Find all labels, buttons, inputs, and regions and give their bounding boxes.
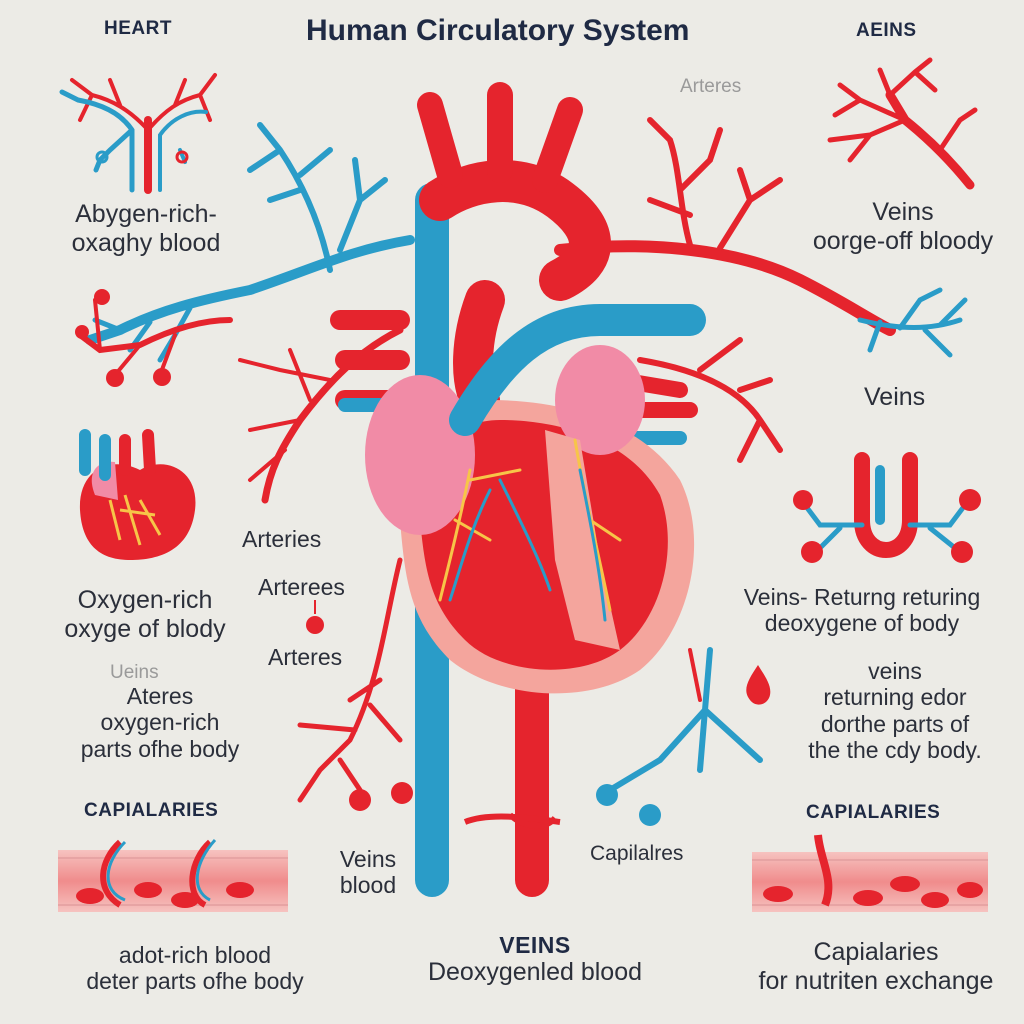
capillaries-mid-label: Capilalres — [590, 842, 684, 865]
capillaries-header-left: CAPIALARIES — [84, 800, 219, 821]
u-vessel-icon — [802, 452, 968, 558]
veins-tree-icon — [827, 57, 978, 190]
page-title: Human Circulatory System — [306, 14, 690, 47]
oxygen-rich-label-top: Abygen-rich-oxaghy blood — [71, 200, 221, 257]
blue-vein-branches-right — [857, 287, 968, 358]
blue-drops — [596, 784, 661, 826]
veins-header: AEINS — [856, 20, 917, 41]
vessel-clip — [463, 812, 561, 829]
red-drops-lower-left — [306, 616, 413, 811]
bottom-center-caption: VEINS Deoxygenled blood — [427, 932, 643, 987]
small-heart-icon — [79, 429, 196, 560]
veins-label-right: Veins — [864, 383, 926, 411]
red-drops-right — [793, 489, 981, 563]
capillaries-header-right: CAPIALARIES — [806, 802, 941, 823]
heart-header: HEART — [104, 18, 172, 39]
red-artery-branches-left — [77, 298, 404, 504]
arteries-label-1: Arteries — [242, 526, 322, 552]
capillary-band-left — [58, 838, 288, 912]
red-drop-icon — [746, 665, 771, 705]
arteries-label-3: Arteres — [268, 644, 343, 670]
faint-veins-label: Ueins — [110, 662, 159, 683]
heart-illustration — [365, 304, 706, 694]
faint-top-label: Arteres — [680, 76, 742, 97]
arteries-label-2: Arterees — [258, 574, 345, 600]
capillary-band-right — [752, 834, 988, 912]
lower-artery-branches — [297, 557, 403, 803]
vein-fork-icon — [607, 647, 763, 793]
red-drops-left — [75, 289, 171, 387]
heart-vessel-icon — [59, 73, 217, 194]
red-artery-branches-right — [554, 117, 896, 463]
